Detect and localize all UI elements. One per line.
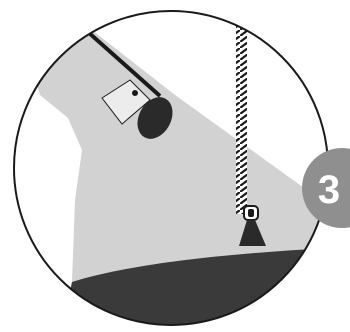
step-number-label: 3	[318, 168, 340, 212]
label-tag-hole	[132, 90, 138, 96]
zipper-icon	[236, 10, 247, 214]
